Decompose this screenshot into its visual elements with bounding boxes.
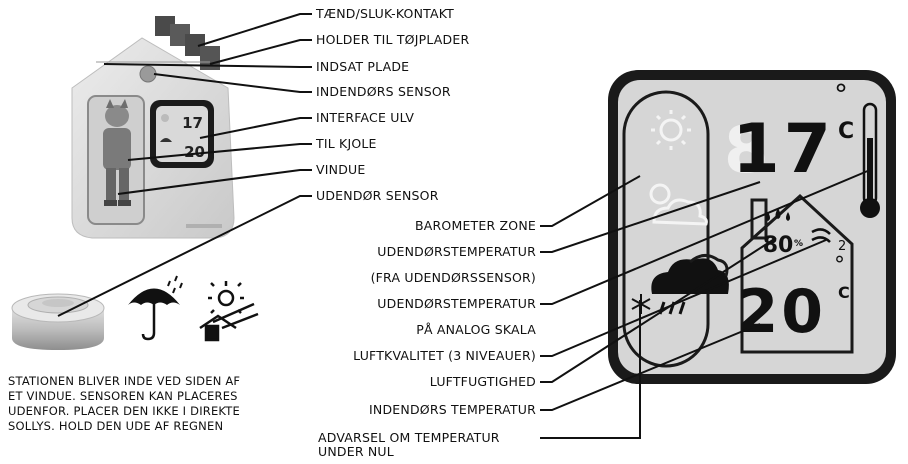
label-for-dress: TIL KJOLE xyxy=(316,137,377,151)
label-outdoor-sensor: UDENDØR SENSOR xyxy=(316,189,439,203)
indoor-sensor xyxy=(140,66,156,82)
label-analog-scale: PÅ ANALOG SKALA xyxy=(416,323,536,337)
label-outdoor-temp: UDENDØRSTEMPERATUR xyxy=(377,245,536,259)
label-indoor-sensor: INDENDØRS SENSOR xyxy=(316,85,451,99)
label-barometer-zone: BAROMETER ZONE xyxy=(415,219,536,233)
label-below-zero: UNDER NUL xyxy=(318,445,394,459)
outdoor-temp-value: 17 xyxy=(732,110,835,189)
placement-note: STATIONEN BLIVER INDE VED SIDEN AF ET VI… xyxy=(8,374,298,434)
outdoor-temp-unit: C xyxy=(838,119,854,144)
label-frost-warning: ADVARSEL OM TEMPERATUR xyxy=(318,431,500,445)
thermometer-icon xyxy=(860,104,880,218)
humidity-unit: % xyxy=(794,239,803,249)
note-line: UDENFOR. PLACER DEN IKKE I DIREKTE xyxy=(8,404,298,419)
indoor-degree-symbol: ° xyxy=(834,253,845,278)
label-window: VINDUE xyxy=(316,163,365,177)
small-screen-bottom-value: 20 xyxy=(184,143,205,161)
label-clothes-holder: HOLDER TIL TØJPLADER xyxy=(316,33,469,47)
humidity-value: 80 xyxy=(763,233,794,258)
outdoor-degree-symbol: ° xyxy=(834,78,848,111)
outdoor-sensor-device xyxy=(12,294,104,350)
umbrella-rain-icon xyxy=(128,276,182,339)
indoor-temp-value: 20 xyxy=(737,277,827,347)
weather-station-device: 17 20 xyxy=(72,16,234,238)
label-inserted-plate: INDSAT PLADE xyxy=(316,60,409,74)
note-line: ET VINDUE. SENSOREN KAN PLACERES xyxy=(8,389,298,404)
sun-house-icon xyxy=(200,281,258,340)
air-quality-sub: 2 xyxy=(838,239,846,254)
lcd-display: 8 17 ° C 80 % xyxy=(608,70,896,384)
label-from-outdoor-sensor: (FRA UDENDØRSSENSOR) xyxy=(371,271,536,285)
small-screen-top-value: 17 xyxy=(182,114,203,132)
label-humidity: LUFTFUGTIGHED xyxy=(430,375,536,389)
indoor-temp-unit: C xyxy=(838,283,850,302)
label-interface-wolf: INTERFACE ULV xyxy=(316,111,414,125)
label-indoor-temp: INDENDØRS TEMPERATUR xyxy=(369,403,536,417)
label-outdoor-temp-analog: UDENDØRSTEMPERATUR xyxy=(377,297,536,311)
note-line: SOLLYS. HOLD DEN UDE AF REGNEN xyxy=(8,419,298,434)
label-power-switch: TÆND/SLUK-KONTAKT xyxy=(316,7,454,21)
note-line: STATIONEN BLIVER INDE VED SIDEN AF xyxy=(8,374,298,389)
label-air-quality: LUFTKVALITET (3 NIVEAUER) xyxy=(353,349,536,363)
